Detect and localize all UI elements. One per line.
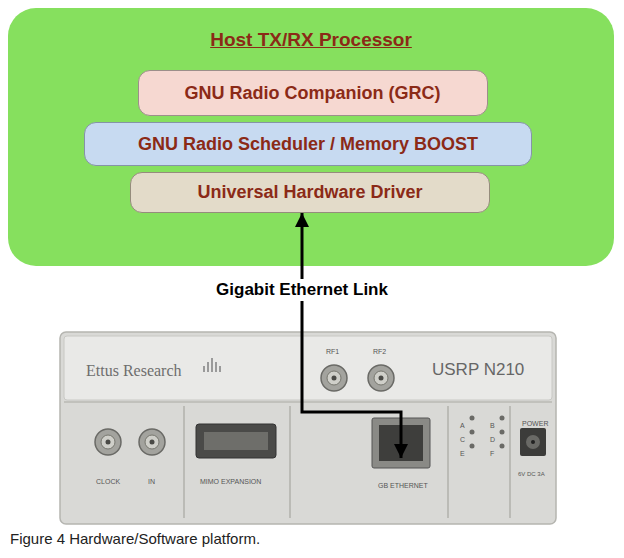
led-label: C: [460, 436, 465, 444]
led-label: A: [460, 422, 465, 430]
power-jack: [520, 428, 546, 456]
led-label: B: [490, 422, 495, 430]
label-holder: 6V DC 3A: [518, 462, 545, 480]
led-label: F: [490, 450, 494, 458]
label-holder: USRP N210: [432, 361, 524, 380]
port-label: GB ETHERNET: [378, 482, 428, 490]
label-holder: POWER: [522, 412, 548, 430]
ethernet-link-arrow: [302, 213, 401, 458]
mimo-port: [196, 424, 276, 458]
label-patch: Gigabit Ethernet Link: [210, 279, 394, 301]
label-holder: A: [460, 414, 465, 432]
panel-divider: [64, 401, 552, 403]
port-label: CLOCK: [96, 478, 120, 486]
device-top-panel: [64, 336, 552, 400]
host-panel-fill: [8, 8, 614, 266]
panel-title: Host TX/RX Processor: [8, 29, 614, 51]
usrp-device: Ettus Research RF1 RF2USRP N210CLOCK IN MIMO…: [60, 332, 556, 524]
status-leds: [470, 416, 505, 449]
port-label: RF1: [326, 348, 339, 356]
label-holder: IN: [148, 470, 155, 488]
port-label: POWER: [522, 420, 548, 428]
rf-connector: [321, 365, 394, 391]
device-housing: [60, 332, 556, 524]
label-holder: RF1: [326, 340, 339, 358]
logo-bars: [204, 358, 220, 372]
label-holder: CLOCK: [96, 470, 120, 488]
figure-caption: Figure 4 Hardware/Software platform.: [10, 530, 260, 547]
label-holder: F: [490, 442, 494, 460]
power-rating: 6V DC 3A: [518, 471, 545, 478]
layer-label: GNU Radio Companion (GRC): [185, 83, 441, 104]
host-processor-panel: Host TX/RX ProcessorGNU Radio Companion …: [8, 8, 614, 266]
link-label: Gigabit Ethernet Link: [216, 280, 388, 299]
label-holder: GB ETHERNET: [378, 474, 428, 492]
led-label: D: [490, 436, 495, 444]
usrp-device-illustration: [60, 332, 556, 524]
device-model: USRP N210: [432, 361, 524, 380]
label-holder: D: [490, 428, 495, 446]
led-label: E: [460, 450, 465, 458]
driver-layer-box: Universal Hardware Driver: [130, 172, 490, 213]
layer-label: GNU Radio Scheduler / Memory BOOST: [138, 134, 478, 155]
port-label: RF2: [373, 348, 386, 356]
layer-label: Universal Hardware Driver: [197, 182, 422, 203]
label-holder: C: [460, 428, 465, 446]
label-holder: MIMO EXPANSION: [200, 470, 261, 488]
port-label: MIMO EXPANSION: [200, 478, 261, 486]
device-brand: Ettus Research: [86, 362, 182, 380]
clock-connector: [95, 429, 165, 455]
label-holder: E: [460, 442, 465, 460]
port-label: IN: [148, 478, 155, 486]
software-layer-box: GNU Radio Companion (GRC): [138, 70, 488, 116]
label-holder: Ettus Research: [86, 362, 182, 380]
label-holder: B: [490, 414, 495, 432]
panel-separators: [184, 406, 510, 518]
label-holder: RF2: [373, 340, 386, 358]
software-layer-box: GNU Radio Scheduler / Memory BOOST: [84, 122, 532, 166]
